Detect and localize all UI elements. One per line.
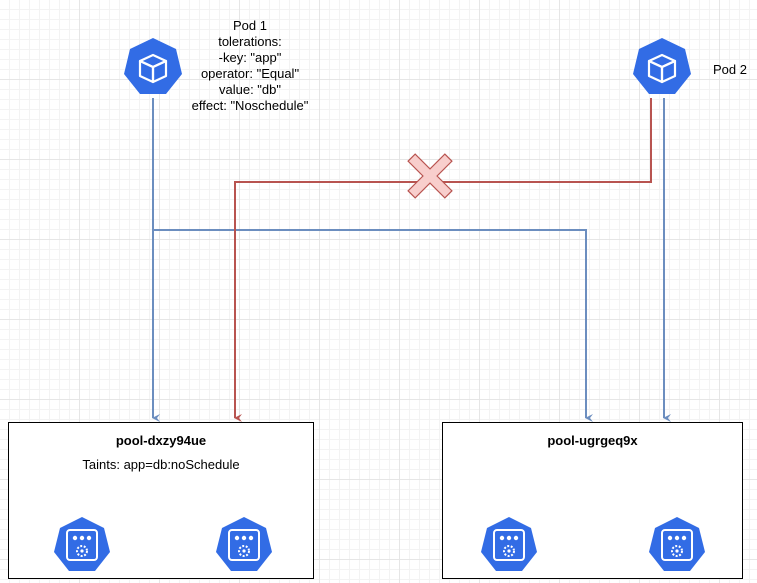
pod1-toleration-effect: effect: "Noschedule"	[191, 98, 309, 113]
pool-title: pool-dxzy94ue	[115, 433, 207, 448]
pod-cube-icon	[633, 38, 691, 94]
blocked-cross-icon	[407, 153, 453, 199]
pool-taints: Taints: app=db:noSchedule	[82, 457, 240, 472]
node-pool-box: pool-dxzy94ue Taints: app=db:noSchedule	[8, 422, 314, 579]
pod1-tolerations-header: tolerations:	[218, 34, 282, 49]
pool-title: pool-ugrgeq9x	[547, 433, 638, 448]
edge-pod1-to-pool2	[153, 229, 593, 422]
pod1-toleration-operator: operator: "Equal"	[200, 66, 300, 81]
pod2-name: Pod 2	[713, 62, 747, 77]
edge-pod2-to-pool1-blocked	[234, 98, 652, 422]
pod1-label: Pod 1 tolerations: -key: "app" operator:…	[172, 18, 328, 114]
pod1-name: Pod 1	[233, 18, 267, 33]
pod1-toleration-key: -key: "app"	[218, 50, 282, 65]
pod1-toleration-value: value: "db"	[219, 82, 281, 97]
pod-cube-icon	[124, 38, 182, 94]
pod2-label: Pod 2	[706, 62, 754, 78]
node-pool-box: pool-ugrgeq9x	[442, 422, 743, 579]
